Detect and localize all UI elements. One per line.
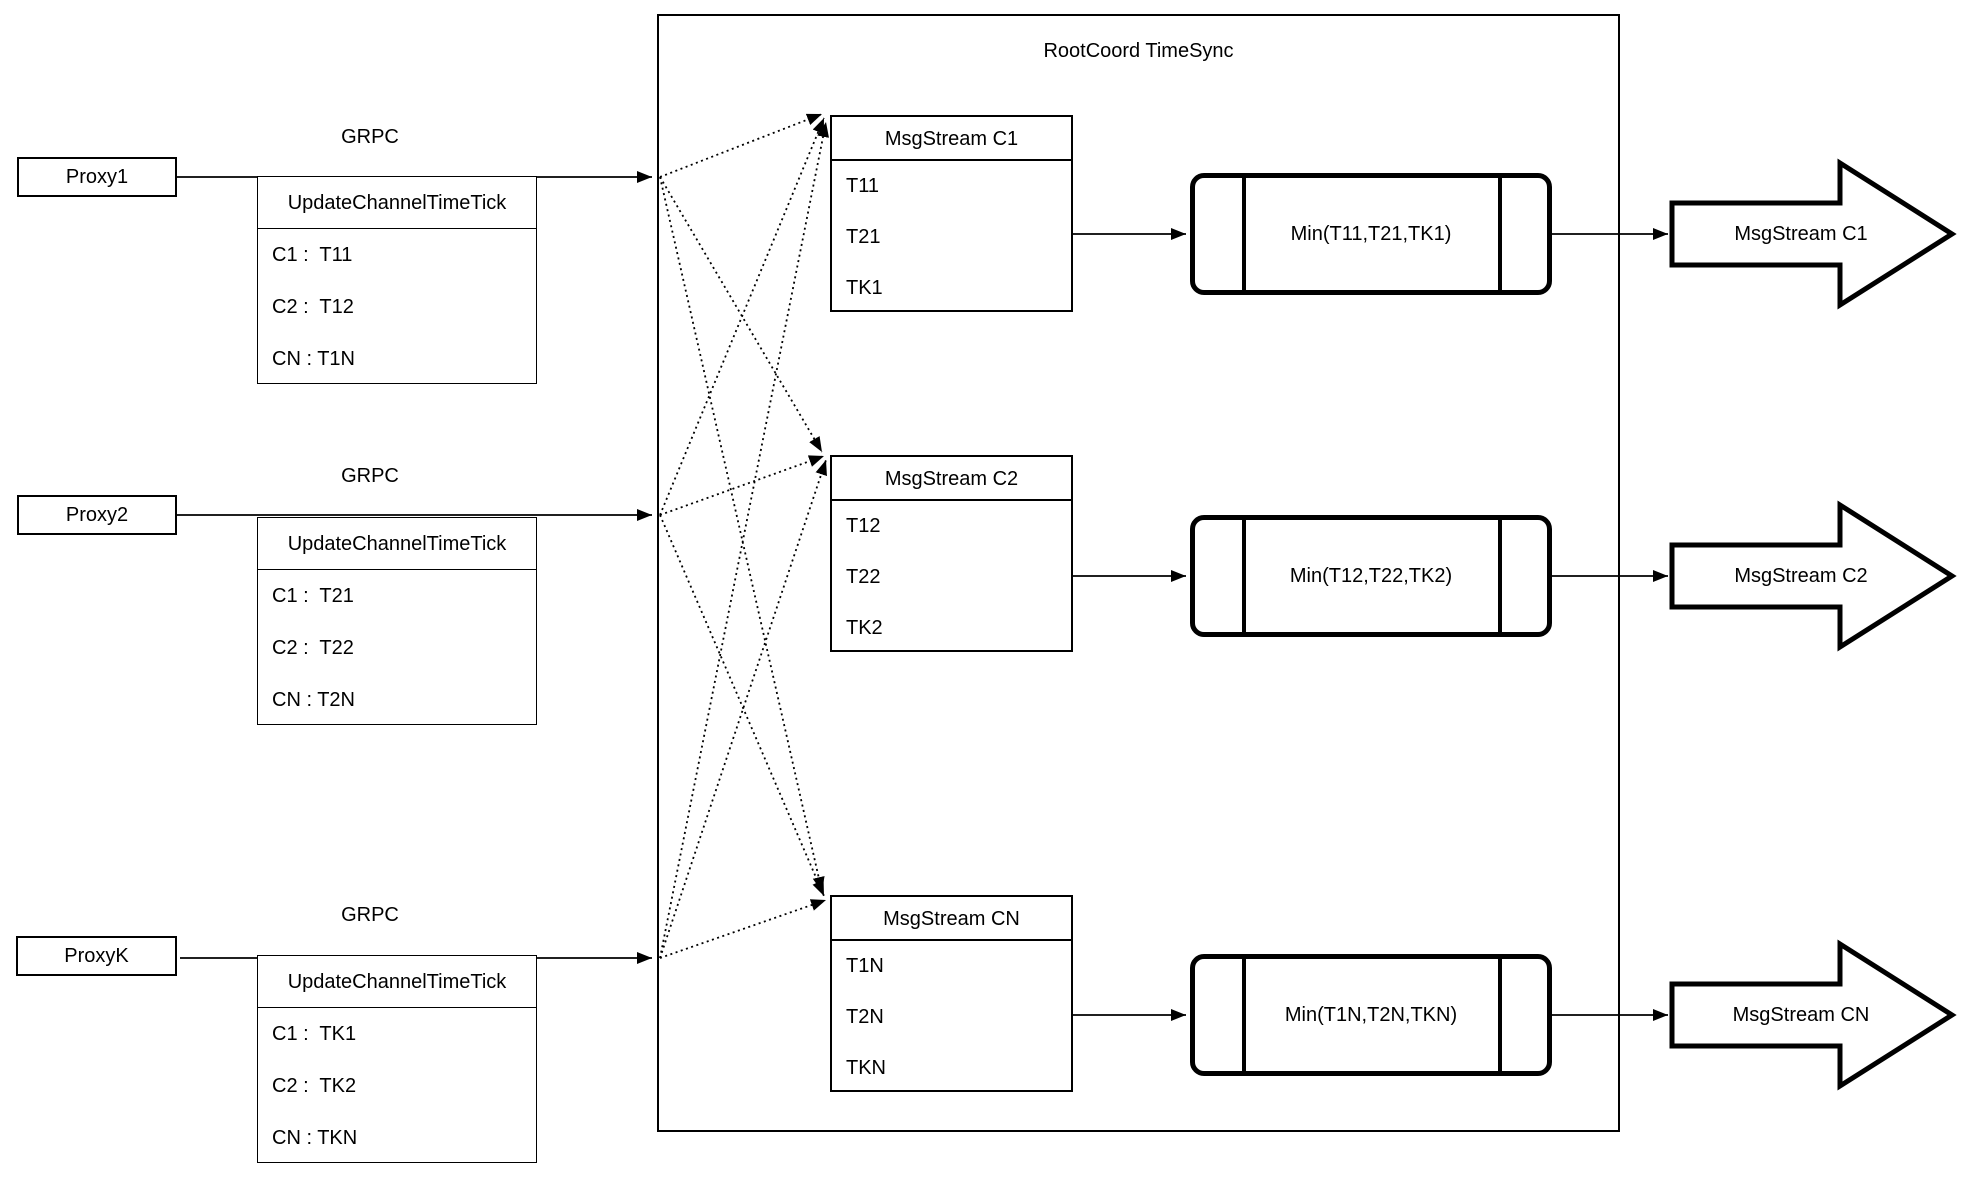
fan-p1-cn	[659, 176, 825, 893]
fan-p2-cn	[659, 514, 825, 897]
fan-pk-c1	[659, 121, 829, 959]
timetick-row: CN : T1N	[272, 348, 355, 370]
output-arrow-shape-cn	[1669, 939, 1957, 1091]
output-arrow-shape-c1	[1669, 158, 1957, 310]
min-expression-cn: Min(T1N,T2N,TKN)	[1284, 1003, 1458, 1026]
tick-cell: T1N	[846, 955, 884, 977]
msgstream-table-c2-header: MsgStream C2	[832, 457, 1071, 501]
reducer-divider	[1242, 520, 1246, 632]
timetick-row: CN : T2N	[272, 689, 355, 711]
reducer-divider	[1242, 959, 1246, 1071]
fan-p1-c2	[659, 176, 823, 453]
timetick-row: C1 : T21	[272, 585, 354, 607]
tick-cell: T12	[846, 515, 881, 537]
msgstream-table-cn-header: MsgStream CN	[832, 897, 1071, 941]
tick-cell: T21	[846, 226, 881, 248]
update-timetick-table-3: UpdateChannelTimeTick C1 : TK1 C2 : TK2 …	[257, 955, 537, 1163]
tick-cell: TK1	[846, 277, 883, 299]
proxy1-box: Proxy1	[17, 157, 177, 197]
output-stream-label-c1: MsgStream C1	[1734, 223, 1868, 245]
tick-cell: TK2	[846, 617, 883, 639]
tick-cell: TKN	[846, 1057, 886, 1079]
min-reducer-c2: Min(T12,T22,TK2)	[1190, 515, 1552, 637]
grpc-label-2: GRPC	[341, 465, 399, 487]
proxy2-label: Proxy2	[65, 503, 129, 526]
output-stream-label-cn: MsgStream CN	[1732, 1004, 1870, 1026]
timetick-row: C2 : T12	[272, 296, 354, 318]
min-reducer-cn: Min(T1N,T2N,TKN)	[1190, 954, 1552, 1076]
timetick-row: C2 : T22	[272, 637, 354, 659]
timetick-row: C2 : TK2	[272, 1075, 357, 1097]
grpc-label-3: GRPC	[341, 904, 399, 926]
update-timetick-table-1: UpdateChannelTimeTick C1 : T11 C2 : T12 …	[257, 176, 537, 384]
min-expression-c1: Min(T11,T21,TK1)	[1290, 222, 1452, 245]
proxyk-box: ProxyK	[16, 936, 177, 976]
output-arrow-shape-c2	[1669, 500, 1957, 652]
msgstream-table-c1-header: MsgStream C1	[832, 117, 1071, 161]
update-timetick-header-1: UpdateChannelTimeTick	[258, 177, 536, 229]
msgstream-table-cn: MsgStream CN T1N T2N TKN	[830, 895, 1073, 1092]
fan-p1-c1	[659, 113, 823, 178]
fan-p2-c1	[659, 117, 825, 516]
proxyk-label: ProxyK	[64, 944, 129, 967]
timetick-fanout-lines	[659, 113, 829, 959]
output-stream-label-c2: MsgStream C2	[1734, 565, 1868, 587]
proxy2-box: Proxy2	[17, 495, 177, 535]
reducer-divider	[1498, 520, 1502, 632]
update-timetick-header-2: UpdateChannelTimeTick	[258, 518, 536, 570]
fan-p2-c2	[659, 455, 825, 516]
timetick-row: C1 : TK1	[272, 1023, 357, 1045]
tick-cell: T2N	[846, 1006, 884, 1028]
proxy1-label: Proxy1	[65, 165, 129, 188]
update-timetick-table-2: UpdateChannelTimeTick C1 : T21 C2 : T22 …	[257, 517, 537, 725]
reducer-divider	[1498, 178, 1502, 290]
tick-cell: T22	[846, 566, 881, 588]
msgstream-table-c2: MsgStream C2 T12 T22 TK2	[830, 455, 1073, 652]
fan-pk-cn	[659, 899, 827, 959]
tick-cell: T11	[846, 175, 879, 197]
reducer-divider	[1498, 959, 1502, 1071]
fan-pk-c2	[659, 459, 827, 959]
grpc-label-1: GRPC	[341, 126, 399, 148]
reducer-divider	[1242, 178, 1246, 290]
msgstream-table-c1: MsgStream C1 T11 T21 TK1	[830, 115, 1073, 312]
timetick-row: CN : TKN	[272, 1127, 358, 1149]
timetick-row: C1 : T11	[272, 244, 353, 266]
update-timetick-header-3: UpdateChannelTimeTick	[258, 956, 536, 1008]
min-reducer-c1: Min(T11,T21,TK1)	[1190, 173, 1552, 295]
min-expression-c2: Min(T12,T22,TK2)	[1289, 564, 1453, 587]
